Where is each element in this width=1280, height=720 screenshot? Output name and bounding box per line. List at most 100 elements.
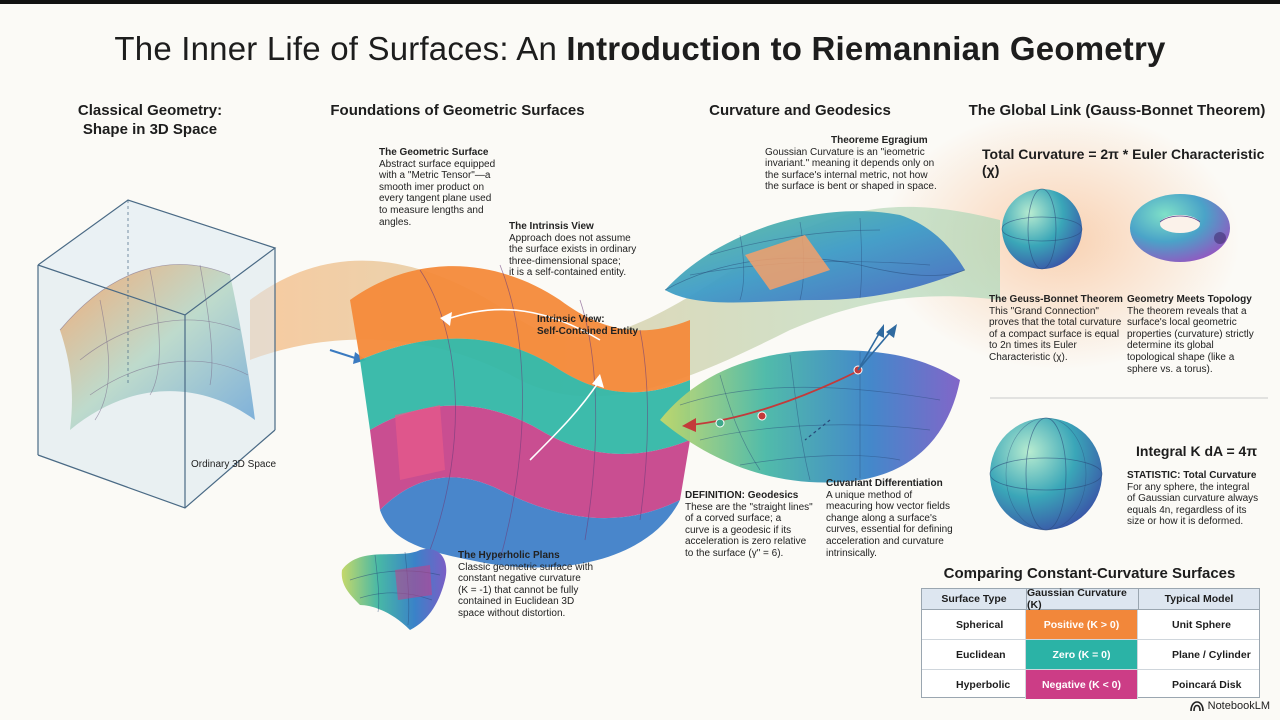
text-line: angles.	[379, 216, 412, 228]
text-line: curve is a geodesic if its	[685, 524, 792, 536]
text-line: topological shape (like a	[1127, 351, 1235, 363]
block-hyperbolic-title: The Hyperholic Plans	[458, 550, 560, 561]
block-covariant: Cuvariant Differentiation A unique metho…	[826, 478, 966, 559]
text-line: The theorem reveals that a	[1127, 305, 1247, 317]
text-line: These are the "straight lines"	[685, 501, 813, 513]
text-line: constant negative curvature	[458, 573, 581, 585]
text-line: acceleration is zero relative	[685, 536, 807, 548]
heading-global: The Global Link (Gauss-Bonnet Theorem)	[968, 102, 1266, 119]
text-line: contained in Euclidean 3D	[458, 596, 575, 608]
cell-model-text: Plane / Cylinder	[1172, 648, 1251, 661]
page-title: The Inner Life of Surfaces: An Introduct…	[0, 30, 1280, 68]
header-curvature: Gaussian Curvature (K)	[1027, 587, 1139, 611]
cell-model-text: Unit Sphere	[1172, 618, 1231, 631]
cell-type-text: Hyperbolic	[956, 678, 1011, 691]
table-header: Surface Type Gaussian Curvature (K) Typi…	[922, 587, 1259, 611]
cell-type: Spherical	[922, 610, 1026, 639]
text-line: Classic geometric surface with	[458, 561, 594, 573]
text-line: every tangent plane used	[379, 193, 492, 205]
text-line: A unique method of	[826, 489, 913, 501]
cell-model-text: Poincará Disk	[1172, 678, 1242, 691]
watermark: NotebookLM	[1189, 700, 1270, 712]
table-row: Hyperbolic Negative (K < 0) Poincará Dis…	[922, 670, 1259, 699]
table-row: Euclidean Zero (K = 0) Plane / Cylinder	[922, 640, 1259, 670]
text-line: Abstract surface equipped	[379, 158, 496, 170]
curved-surface-lower	[660, 324, 960, 483]
text-line: to the surface (γ" = 6).	[685, 547, 784, 559]
text-line: space without distortion.	[458, 607, 566, 619]
title-light: The Inner Life of Surfaces: An	[114, 30, 557, 67]
text-line: with a "Metric Tensor"—a	[379, 170, 491, 182]
sphere-diagram	[1001, 188, 1083, 270]
text-line: For any sphere, the integral	[1127, 481, 1250, 493]
text-line: of a corved surface; a	[685, 513, 782, 525]
saddle-icon	[928, 675, 948, 695]
text-line: equals 4n, regardless of its	[1127, 504, 1247, 516]
table-title: Comparing Constant-Curvature Surfaces	[943, 565, 1236, 582]
text-line: properties (curvature) strictly	[1127, 328, 1254, 340]
text-line: meacuring how vector fields	[826, 501, 950, 513]
text-line: size or how it is deformed.	[1127, 516, 1244, 528]
block-geodesics-title: DEFINITION: Geodesics	[685, 490, 799, 501]
text-line: sphere vs. a torus).	[1127, 363, 1213, 375]
cell-type: Hyperbolic	[922, 670, 1026, 699]
text-line: Characteristic (χ).	[989, 351, 1068, 363]
block-covariant-title: Cuvariant Differentiation	[826, 478, 943, 489]
text-line: invariant." meaning it depends only on	[765, 158, 935, 170]
text-line: to 2n times its Euler	[989, 340, 1077, 352]
text-line: Approach does not assume	[509, 232, 631, 244]
disk-icon	[1144, 675, 1164, 695]
formula-total-curvature: Total Curvature = 2π * Euler Characteris…	[982, 146, 1265, 178]
cell-curvature: Negative (K < 0)	[1026, 670, 1138, 699]
block-statistic-title: STATISTIC: Total Curvature	[1127, 470, 1257, 481]
cell-model: Plane / Cylinder	[1138, 640, 1259, 669]
text-line: change along a surface's	[826, 512, 937, 524]
text-line: to measure lengths and	[379, 204, 484, 216]
ribbon-surface	[350, 264, 690, 568]
text-line: three-dimensional space;	[509, 255, 621, 267]
text-line: the surface's internal metric, not how	[765, 169, 928, 181]
table-row: Spherical Positive (K > 0) Unit Sphere	[922, 610, 1259, 640]
text-line: determine its global	[1127, 340, 1214, 352]
block-theoreme: Theoreme Egragium Goussian Curvature is …	[765, 135, 955, 193]
plane-icon	[928, 645, 948, 665]
notebooklm-logo-icon	[1189, 700, 1204, 711]
cell-type-text: Spherical	[956, 618, 1004, 631]
intrinsic-view-label: Intrinsic View: Self-Contained Entity	[537, 314, 647, 337]
block-hyperbolic: The Hyperholic Plans Classic geometric s…	[458, 550, 608, 620]
watermark-text: NotebookLM	[1207, 700, 1270, 712]
cell-type: Euclidean	[922, 640, 1026, 669]
text-line: Self-Contained Entity	[537, 325, 639, 337]
block-topology-title: Geometry Meets Topology	[1127, 294, 1252, 305]
cube-caption: Ordinary 3D Space	[191, 459, 277, 470]
block-geodesics: DEFINITION: Geodesics These are the "str…	[685, 490, 820, 560]
heading-classical-line1: Classical Geometry:	[77, 102, 223, 119]
block-gauss-bonnet-title: The Geuss-Bonnet Theorem	[989, 294, 1123, 305]
comparison-table: Surface Type Gaussian Curvature (K) Typi…	[921, 587, 1260, 699]
formula-integral: Integral K dA = 4π	[1136, 443, 1258, 459]
block-intrinsis-view: The Intrinsis View Approach does not ass…	[509, 221, 659, 279]
heading-classical-line2: Shape in 3D Space	[82, 121, 218, 138]
text-line: of Gaussian curvature always	[1127, 493, 1259, 505]
heading-classical: Classical Geometry: Shape in 3D Space	[70, 101, 230, 139]
text-line: of a compact surface is equal	[989, 328, 1120, 340]
heading-foundations: Foundations of Geometric Surfaces	[330, 102, 585, 119]
heading-curvature: Curvature and Geodesics	[709, 102, 891, 119]
sphere-icon	[928, 615, 948, 635]
cell-model: Poincará Disk	[1138, 670, 1259, 699]
text-line: acceleration and curvature	[826, 535, 944, 547]
text-line: surface's local geometric	[1127, 317, 1237, 329]
block-statistic: STATISTIC: Total Curvature For any spher…	[1127, 470, 1267, 528]
text-line: the surface is bent or shaped in space.	[765, 181, 937, 193]
block-gauss-bonnet: The Geuss-Bonnet Theorem This "Grand Con…	[989, 294, 1124, 364]
unit-sphere-icon	[1144, 615, 1164, 635]
block-topology: Geometry Meets Topology The theorem reve…	[1127, 294, 1267, 375]
text-line: smooth imer product on	[379, 181, 485, 193]
title-bold: Introduction to Riemannian Geometry	[566, 30, 1166, 67]
top-border	[0, 0, 1280, 4]
cell-model: Unit Sphere	[1138, 610, 1259, 639]
curved-surface-upper	[664, 211, 966, 303]
text-line: it is a self-contained entity.	[509, 267, 627, 279]
text-line: the surface exists in ordinary	[509, 244, 637, 256]
